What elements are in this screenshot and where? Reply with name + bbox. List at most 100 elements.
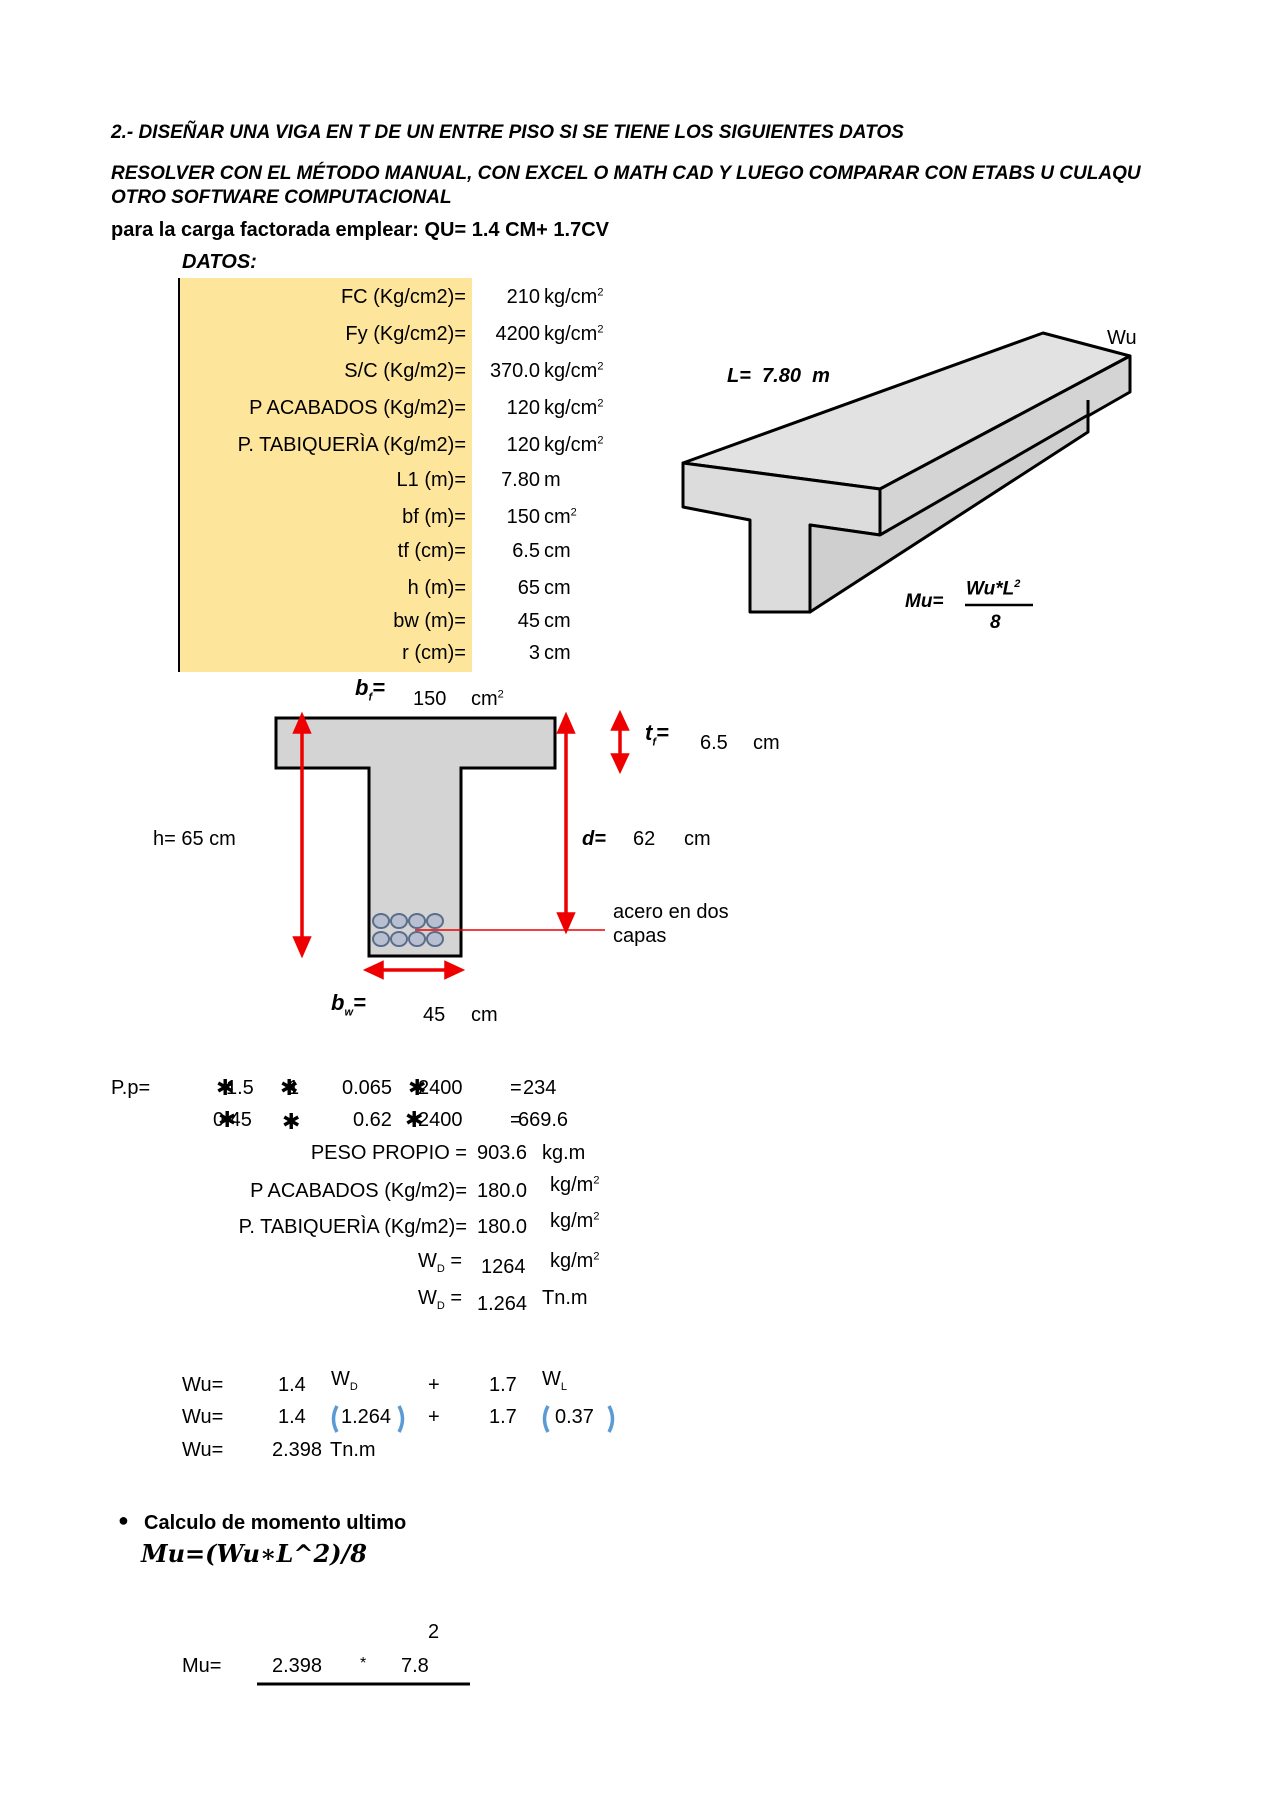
datos-label: h (m)= [407, 577, 466, 599]
d-unit: cm [684, 828, 711, 850]
datos-label: Fy (Kg/cm2)= [345, 323, 466, 345]
plus-sign: + [428, 1406, 440, 1428]
wu-coef-2b: 1.7 [489, 1406, 517, 1428]
t-beam-3d-illustration [681, 331, 1132, 614]
wd-value-kg: 1264 [481, 1256, 526, 1278]
wu-load-label: Wu [1107, 327, 1137, 349]
wu-label-1: Wu= [182, 1374, 224, 1396]
datos-label: bf (m)= [402, 506, 466, 528]
datos-label: tf (cm)= [397, 540, 466, 562]
wu-wd-symbol: WD [331, 1368, 358, 1393]
datos-value: 65 [517, 577, 540, 599]
t-section-shape [274, 716, 557, 958]
wu-coef-2: 1.7 [489, 1374, 517, 1396]
wd-unit-tn: Tn.m [542, 1287, 588, 1309]
pp-r2-a: 0.45 [213, 1109, 252, 1131]
datos-unit: kg/cm2 [544, 360, 604, 382]
peso-propio-unit: kg.m [542, 1142, 586, 1164]
star-icon: ✱ [408, 1075, 427, 1100]
star-icon: ✱ [280, 1075, 299, 1100]
star-icon: ✱ [216, 1075, 235, 1100]
bw-label: bw= [331, 990, 366, 1019]
acabados-unit: kg/m2 [550, 1174, 600, 1196]
mu-label: Mu= [905, 591, 944, 612]
pp-r1-b: 1 [288, 1077, 300, 1099]
tabiqueria-label: P. TABIQUERÌA (Kg/m2)= [238, 1216, 467, 1238]
plus-sign: + [428, 1374, 440, 1396]
wu-coef-1b: 1.4 [278, 1406, 306, 1428]
pp-r1-d: 2400 [418, 1077, 463, 1099]
tabiqueria-unit: kg/m2 [550, 1210, 600, 1232]
datos-label: L1 (m)= [396, 469, 466, 491]
h-label: h= 65 cm [153, 828, 236, 850]
brackets [331, 1405, 615, 1433]
datos-unit: cm [544, 610, 571, 632]
pp-r2-b: 0.62 [353, 1109, 392, 1131]
multiply-sign: * [360, 1655, 367, 1672]
star-icon: ✱ [282, 1109, 301, 1134]
wd-label: WD = [418, 1250, 463, 1275]
datos-value: 150 [506, 506, 540, 528]
wu-result-unit: Tn.m [330, 1439, 376, 1461]
moment-title: Calculo de momento ultimo [144, 1512, 407, 1534]
pp-label: P.p= [111, 1077, 151, 1099]
datos-value: 7.80 [501, 469, 540, 491]
pp-r1-a: 1.5 [226, 1077, 254, 1099]
datos-unit: cm [544, 540, 571, 562]
equals-sign: = [510, 1109, 522, 1131]
datos-value: 6.5 [512, 540, 540, 562]
pp-r2-c: 2400 [418, 1109, 463, 1131]
datos-value: 120 [506, 434, 540, 456]
datos-unit: kg/cm2 [544, 397, 604, 419]
bf-value: 150 [413, 688, 447, 710]
datos-value: 120 [506, 397, 540, 419]
mu-calc-length: 7.8 [401, 1655, 429, 1677]
datos-unit: kg/cm2 [544, 286, 604, 308]
bw-unit: cm [471, 1004, 498, 1026]
acabados-value: 180.0 [477, 1180, 528, 1202]
wd-label: WD = [418, 1287, 463, 1312]
bullet-icon: ● [118, 1510, 129, 1530]
pp-r2-result: 669.6 [518, 1109, 569, 1131]
heading-line-1: 2.- DISEÑAR UNA VIGA EN T DE UN ENTRE PI… [111, 122, 904, 143]
wu-label-3: Wu= [182, 1439, 224, 1461]
bf-unit: cm2 [471, 688, 504, 710]
d-label: d= [582, 828, 606, 850]
datos-title: DATOS: [182, 251, 257, 273]
datos-unit: cm [544, 642, 571, 664]
datos-label: FC (Kg/cm2)= [340, 286, 466, 308]
mu-denominator: 8 [990, 612, 1001, 633]
wu-wl-value: 0.37 [555, 1406, 594, 1428]
acabados-label: P ACABADOS (Kg/m2)= [250, 1180, 467, 1202]
datos-label: S/C (Kg/m2)= [344, 360, 466, 382]
bf-label: bf= [355, 675, 385, 704]
rebar-circles [372, 913, 444, 947]
length-label: L= 7.80 m [727, 365, 830, 387]
wd-unit-kg: kg/m2 [550, 1250, 600, 1272]
datos-unit: kg/cm2 [544, 323, 604, 345]
datos-value: 370.0 [489, 360, 540, 382]
star-icon: ✱ [218, 1107, 237, 1132]
pp-r1-result: 234 [523, 1077, 557, 1099]
steel-note-line1: acero en dos [613, 901, 729, 923]
tf-label: tf= [645, 720, 669, 749]
datos-label: P. TABIQUERÌA (Kg/m2)= [237, 434, 466, 456]
star-icon: ✱ [405, 1107, 424, 1132]
datos-unit: cm2 [544, 506, 577, 528]
datos-value: 45 [517, 610, 540, 632]
heading-line-2: RESOLVER CON EL MÉTODO MANUAL, CON EXCEL… [111, 163, 1141, 184]
datos-value: 4200 [495, 323, 541, 345]
bw-value: 45 [423, 1004, 446, 1026]
datos-unit: cm [544, 577, 571, 599]
mu-calc-wu: 2.398 [272, 1655, 323, 1677]
wd-value-tn: 1.264 [477, 1293, 528, 1315]
mu-calc-label: Mu= [182, 1655, 222, 1677]
mu-numerator: Wu*L2 [966, 578, 1021, 600]
heading-line-3: OTRO SOFTWARE COMPUTACIONAL [111, 187, 452, 208]
exponent: 2 [428, 1621, 440, 1643]
datos-highlight [178, 278, 472, 672]
tf-unit: cm [753, 732, 780, 754]
datos-label: bw (m)= [393, 610, 466, 632]
datos-value: 210 [506, 286, 540, 308]
tabiqueria-value: 180.0 [477, 1216, 528, 1238]
